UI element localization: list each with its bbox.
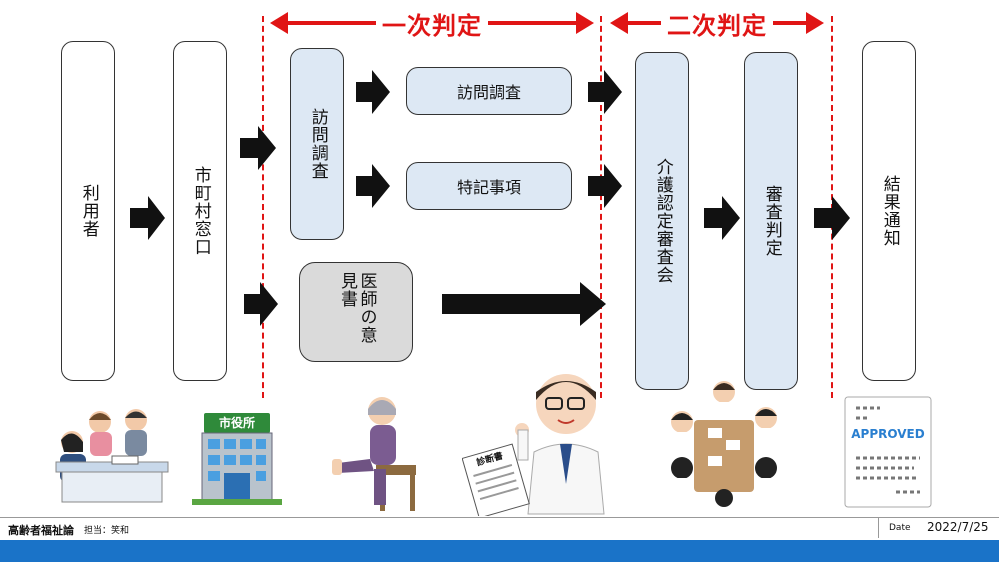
counter-consultation-illustration [55, 409, 169, 503]
box-review-label: 審査判定 [761, 185, 782, 257]
arrow-committee-to-review [704, 196, 740, 240]
box-care-committee-label: 介護認定審査会 [652, 158, 673, 284]
committee-meeting-illustration [671, 381, 777, 507]
primary-phase-header: 一次判定 [270, 5, 594, 41]
box-visit-survey-h-label: 訪問調査 [456, 83, 521, 102]
approved-document-illustration [844, 396, 932, 508]
box-user-label: 利用者 [78, 184, 99, 238]
box-doctor-opinion: 医師の意見書 [299, 262, 413, 362]
box-doctor-opinion-label: 医師の意見書 [337, 272, 377, 344]
phase-boundary-1 [262, 16, 264, 398]
box-office: 市町村窓口 [173, 41, 227, 381]
city-hall-illustration [192, 413, 282, 505]
phase-boundary-2 [600, 16, 602, 398]
footer-divider [0, 517, 999, 518]
footer-title: 高齢者福祉論 [8, 524, 74, 537]
footer-bar [0, 540, 999, 562]
elderly-person-illustration [332, 397, 416, 511]
box-result-label: 結果通知 [879, 175, 900, 247]
arrow-user-to-office [130, 196, 165, 240]
box-special-notes: 特記事項 [406, 162, 572, 210]
arrow-office-to-doctor [244, 282, 278, 326]
box-result: 結果通知 [862, 41, 916, 381]
city-hall-sign: 市役所 [218, 416, 255, 430]
arrow-visit-to-notes [356, 164, 390, 208]
arrow-visit-to-survey-h [356, 70, 390, 114]
box-review: 審査判定 [744, 52, 798, 390]
box-visit-survey-label: 訪問調査 [307, 108, 328, 180]
box-office-label: 市町村窓口 [190, 166, 211, 256]
arrow-doctor-to-committee [442, 282, 606, 326]
arrow-survey-h-to-committee [588, 70, 622, 114]
box-special-notes-label: 特記事項 [456, 178, 521, 197]
footer-presenter: 担当：笑和 [84, 526, 130, 536]
box-visit-survey: 訪問調査 [290, 48, 344, 240]
box-care-committee: 介護認定審査会 [635, 52, 689, 390]
footer-date-label: Date [889, 523, 911, 533]
secondary-phase-header: 二次判定 [610, 5, 824, 41]
box-visit-survey-h: 訪問調査 [406, 67, 572, 115]
arrow-notes-to-committee [588, 164, 622, 208]
primary-phase-label: 一次判定 [376, 5, 488, 41]
doctor-illustration [462, 374, 605, 516]
secondary-phase-label: 二次判定 [661, 5, 773, 41]
flow-arrows [130, 70, 850, 326]
box-user: 利用者 [61, 41, 115, 381]
approved-stamp: APPROVED [851, 427, 925, 441]
footer-date-value: 2022/7/25 [927, 520, 989, 534]
footer-date-separator [878, 518, 879, 538]
arrow-office-to-visit [240, 126, 276, 170]
arrow-review-to-result [814, 196, 850, 240]
